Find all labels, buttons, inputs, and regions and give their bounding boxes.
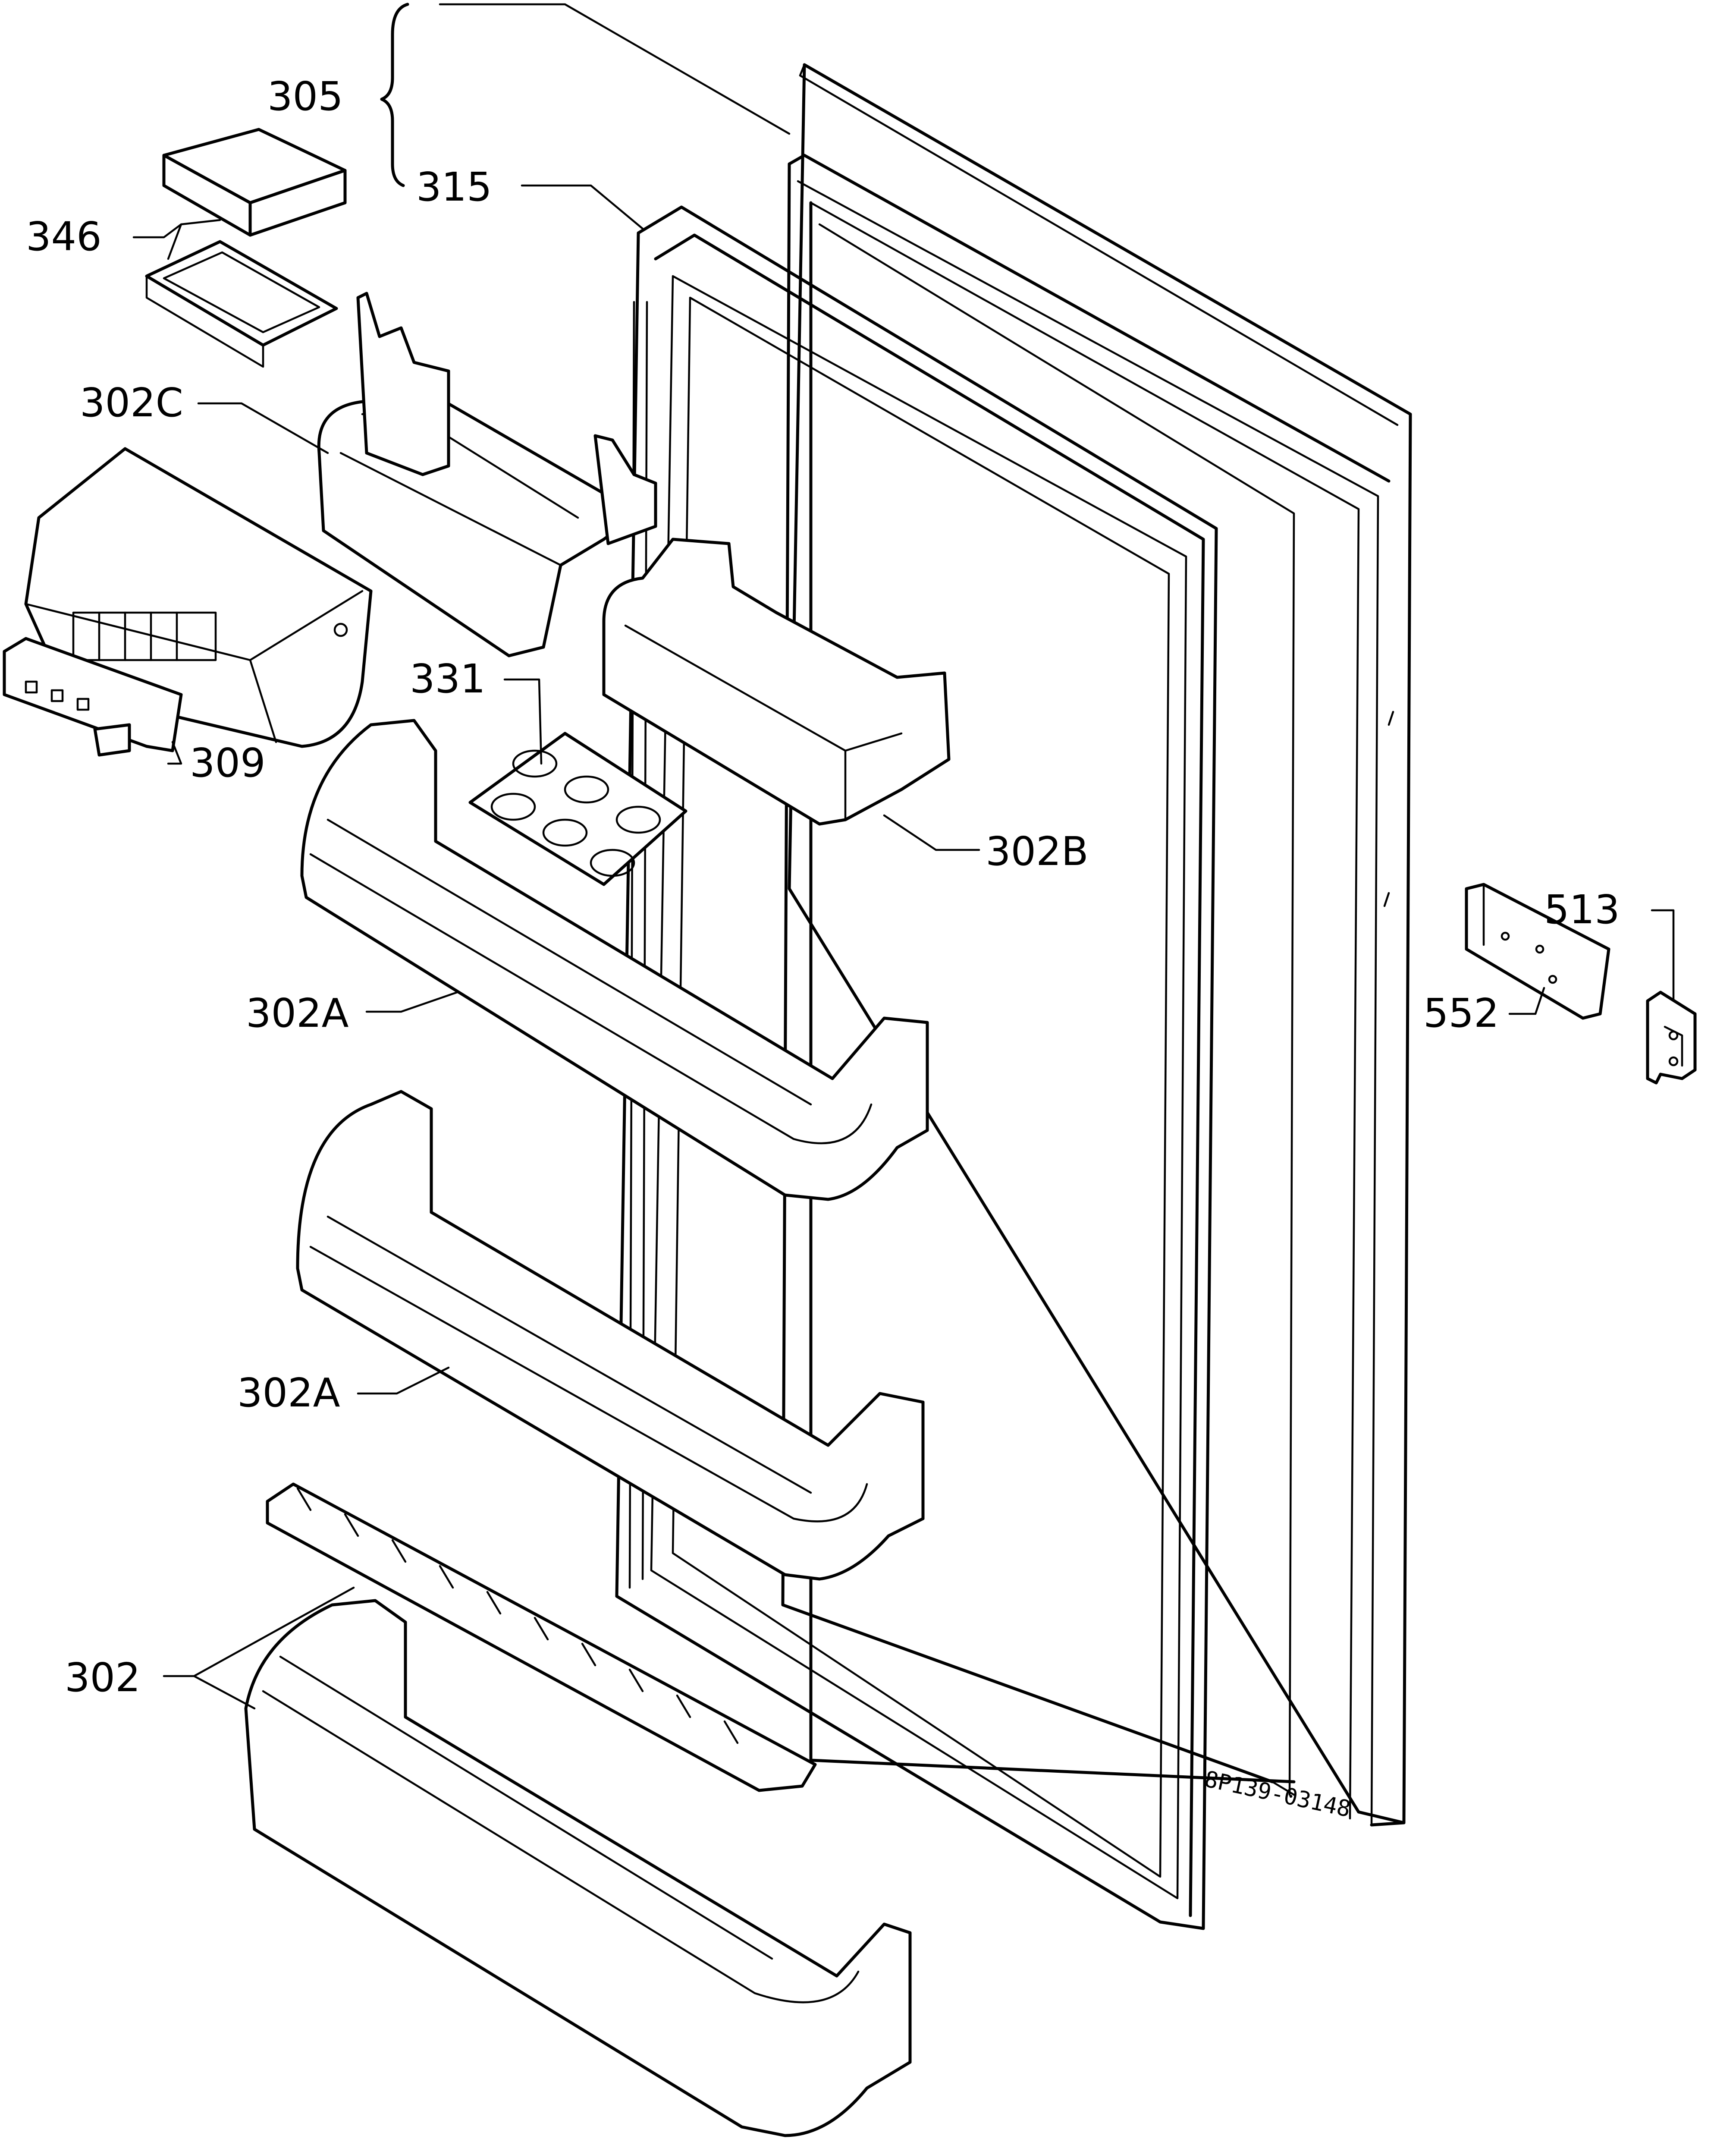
label-302c: 302C <box>80 380 183 426</box>
label-331: 331 <box>410 656 486 702</box>
door-shelf-302a-lower <box>296 1090 925 1581</box>
label-302a-upper: 302A <box>246 990 349 1036</box>
label-552: 552 <box>1423 990 1499 1036</box>
label-302b: 302B <box>986 828 1089 874</box>
hinge-plate <box>1465 883 1610 1020</box>
hinge-bracket <box>1646 991 1697 1085</box>
label-302: 302 <box>65 1655 141 1701</box>
label-346: 346 <box>26 214 102 260</box>
label-305: 305 <box>267 73 343 120</box>
bracket-305-315 <box>380 3 409 187</box>
dairy-flap <box>3 637 183 757</box>
leader-lines <box>132 3 1675 1710</box>
dairy-compartment-lid <box>162 128 347 237</box>
label-309: 309 <box>190 740 266 786</box>
door-shelf-302b <box>602 538 951 826</box>
label-513: 513 <box>1544 887 1620 933</box>
label-315: 315 <box>416 164 492 210</box>
door-strip <box>266 1482 817 1792</box>
door-shelf-302a-upper <box>300 719 929 1201</box>
door-panel <box>781 63 1412 1827</box>
door-shelf-302-bottom <box>244 1599 912 2137</box>
door-shelf-302c <box>317 292 657 657</box>
egg-tray <box>468 732 687 886</box>
drawing-code: 8P139-03148 <box>1202 1766 1353 1822</box>
part-labels: 305 315 346 302C 331 309 302B 513 552 30… <box>26 73 1620 1701</box>
label-302a-lower: 302A <box>237 1370 340 1416</box>
dairy-lid-frame <box>145 240 338 368</box>
